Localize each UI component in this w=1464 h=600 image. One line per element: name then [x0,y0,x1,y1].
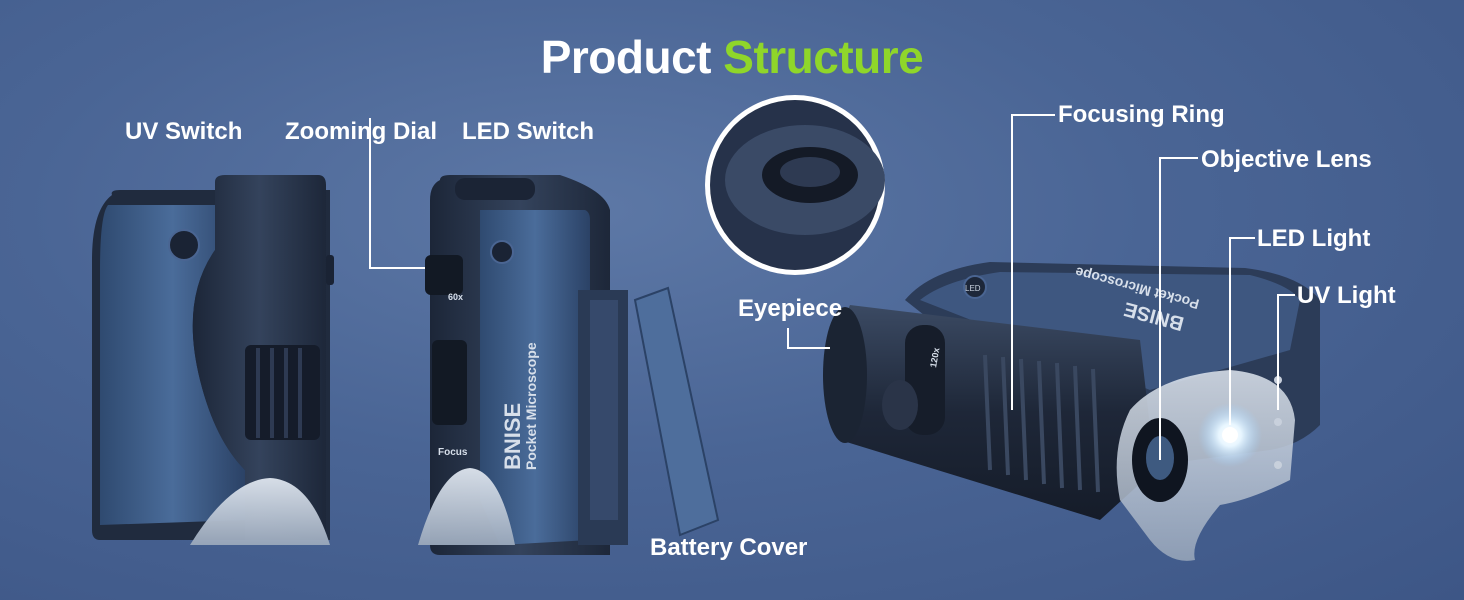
led-button-text: LED [965,284,981,293]
objective-lens-label: Objective Lens [1201,146,1372,173]
title-part-1: Product [540,31,712,83]
title-part-2: Structure [723,31,924,83]
led-light-label: LED Light [1257,225,1371,252]
uv-light-label: UV Light [1297,282,1396,309]
battery-cover [633,286,720,537]
zooming-dial-label: Zooming Dial [285,118,437,145]
led-switch-label: LED Switch [462,118,595,145]
model-text: Pocket Microscope [523,342,539,470]
battery-cover-label: Battery Cover [650,534,808,561]
mag-120-text: 120x [928,347,941,368]
callout-lines [369,114,1295,460]
microscope-side-view [92,175,334,545]
eyepiece-inset [705,95,885,275]
uv-switch-button [168,229,200,261]
microscope-lying-view: LED BNISE Pocket Microscope 120x [823,262,1320,561]
uv-switch-label: UV Switch [125,118,243,145]
focus-text: Focus [438,447,468,458]
page-title: Product Structure [0,30,1464,84]
led-switch-button [490,240,514,264]
focusing-ring-label: Focusing Ring [1058,101,1225,128]
microscope-front-view: 60x Focus BNISE Pocket Microscope [418,175,720,555]
mag-60-text: 60x [448,292,463,302]
brand-text: BNISE [500,403,525,470]
eyepiece-label: Eyepiece [738,295,843,322]
